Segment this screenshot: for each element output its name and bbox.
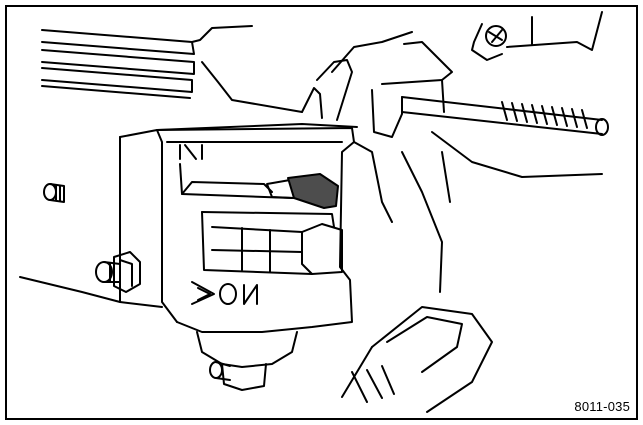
lower-mount [196, 331, 298, 391]
figure-frame: 8011-035 [5, 5, 638, 420]
engine-fuel-shutoff-illustration [19, 11, 609, 413]
on-marking [191, 281, 258, 305]
figure-id-label: 8011-035 [574, 399, 630, 414]
engine-block [19, 31, 413, 308]
shutoff-lever [266, 173, 343, 275]
side-plug [43, 183, 65, 203]
fuel-shutoff-housing [156, 127, 355, 333]
off-marking [179, 144, 203, 160]
right-housing [401, 131, 603, 293]
control-bracket [353, 41, 453, 223]
throttle-rod [401, 96, 609, 136]
handle [341, 306, 493, 413]
cooling-fins [41, 25, 303, 113]
mounting-nut [95, 251, 141, 293]
screw-assembly [471, 11, 603, 61]
